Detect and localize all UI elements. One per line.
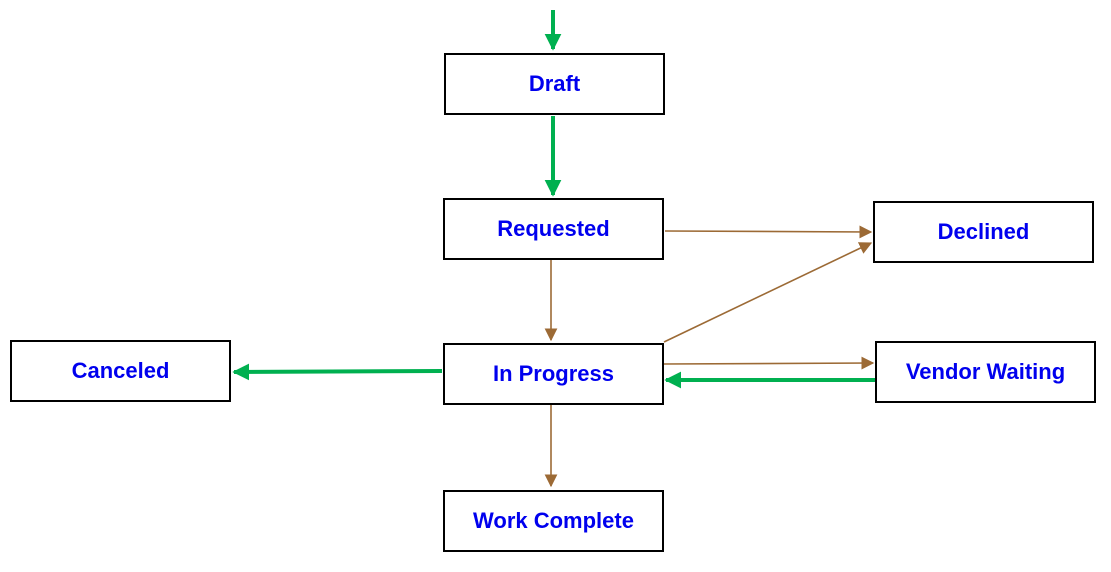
canceled-label: Canceled (71, 358, 170, 383)
in-progress-to-declined-arrow (663, 242, 873, 343)
in-progress-to-canceled-arrow (232, 363, 443, 381)
vendor-waiting-label: Vendor Waiting (905, 359, 1066, 384)
requested-to-declined-arrow (664, 225, 873, 239)
work-complete-node: Work Complete (443, 490, 664, 552)
in-progress-label: In Progress (492, 361, 615, 386)
declined-node: Declined (873, 201, 1094, 263)
requested-node: Requested (443, 198, 664, 260)
in-progress-node: In Progress (443, 343, 664, 405)
work-complete-label: Work Complete (473, 508, 634, 533)
declined-label: Declined (937, 219, 1030, 244)
draft-label: Draft (528, 71, 581, 96)
in-progress-to-vendor-waiting-arrow (663, 356, 875, 370)
canceled-node: Canceled (10, 340, 231, 402)
requested-label: Requested (497, 216, 610, 241)
draft-node: Draft (444, 53, 665, 115)
vendor-waiting-node: Vendor Waiting (875, 341, 1096, 403)
